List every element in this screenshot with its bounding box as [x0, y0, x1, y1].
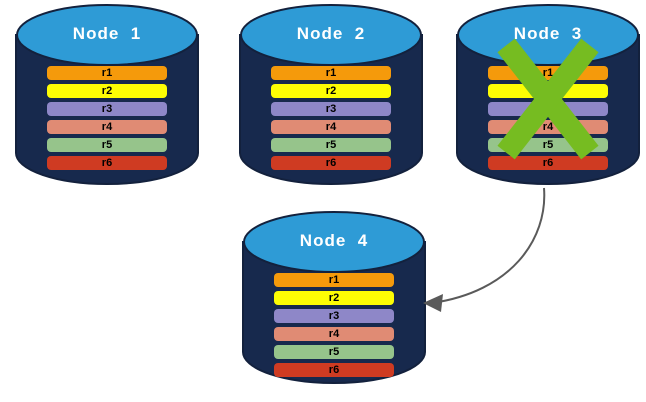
cylinder-top-ellipse	[16, 4, 198, 66]
cylinder-top-ellipse	[243, 211, 425, 273]
row-bar[interactable]: r2	[274, 291, 394, 305]
row-bar[interactable]: r1	[274, 273, 394, 287]
row-bar[interactable]: r5	[488, 138, 608, 152]
row-bar[interactable]: r6	[47, 156, 167, 170]
row-bar[interactable]: r2	[271, 84, 391, 98]
row-bar[interactable]: r1	[488, 66, 608, 80]
row-bar[interactable]: r5	[274, 345, 394, 359]
row-bar[interactable]: r6	[274, 363, 394, 377]
row-bar[interactable]: r2	[488, 84, 608, 98]
row-bar[interactable]: r4	[47, 120, 167, 134]
row-list: r1 r2 r3 r4 r5 r6	[16, 66, 198, 170]
row-bar[interactable]: r4	[274, 327, 394, 341]
row-list: r1 r2 r3 r4 r5 r6	[240, 66, 422, 170]
row-bar[interactable]: r1	[271, 66, 391, 80]
row-bar[interactable]: r3	[488, 102, 608, 116]
row-bar[interactable]: r6	[488, 156, 608, 170]
row-bar[interactable]: r2	[47, 84, 167, 98]
row-bar[interactable]: r5	[47, 138, 167, 152]
cylinder-top-ellipse	[457, 4, 639, 66]
row-bar[interactable]: r5	[271, 138, 391, 152]
row-bar[interactable]: r4	[488, 120, 608, 134]
arrow-curve	[431, 187, 546, 304]
row-bar[interactable]: r3	[274, 309, 394, 323]
row-bar[interactable]: r3	[271, 102, 391, 116]
row-bar[interactable]: r3	[47, 102, 167, 116]
row-list: r1 r2 r3 r4 r5 r6	[457, 66, 639, 170]
row-bar[interactable]: r6	[271, 156, 391, 170]
row-bar[interactable]: r1	[47, 66, 167, 80]
row-list: r1 r2 r3 r4 r5 r6	[243, 273, 425, 377]
cylinder-top-ellipse	[240, 4, 422, 66]
row-bar[interactable]: r4	[271, 120, 391, 134]
